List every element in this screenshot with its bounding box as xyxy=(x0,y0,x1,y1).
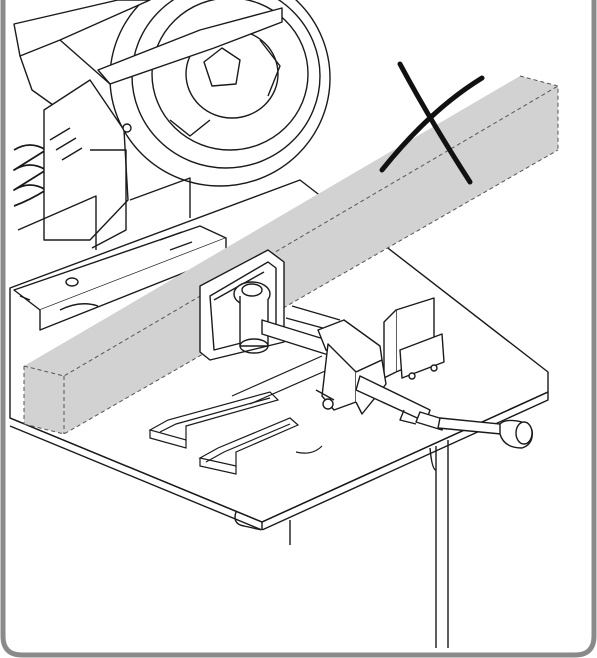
x-mark-icon xyxy=(379,61,485,185)
table-slot-rails xyxy=(148,355,333,475)
saw-head xyxy=(13,0,331,331)
vise-assembly xyxy=(199,249,533,449)
workpiece-bar xyxy=(23,75,559,435)
